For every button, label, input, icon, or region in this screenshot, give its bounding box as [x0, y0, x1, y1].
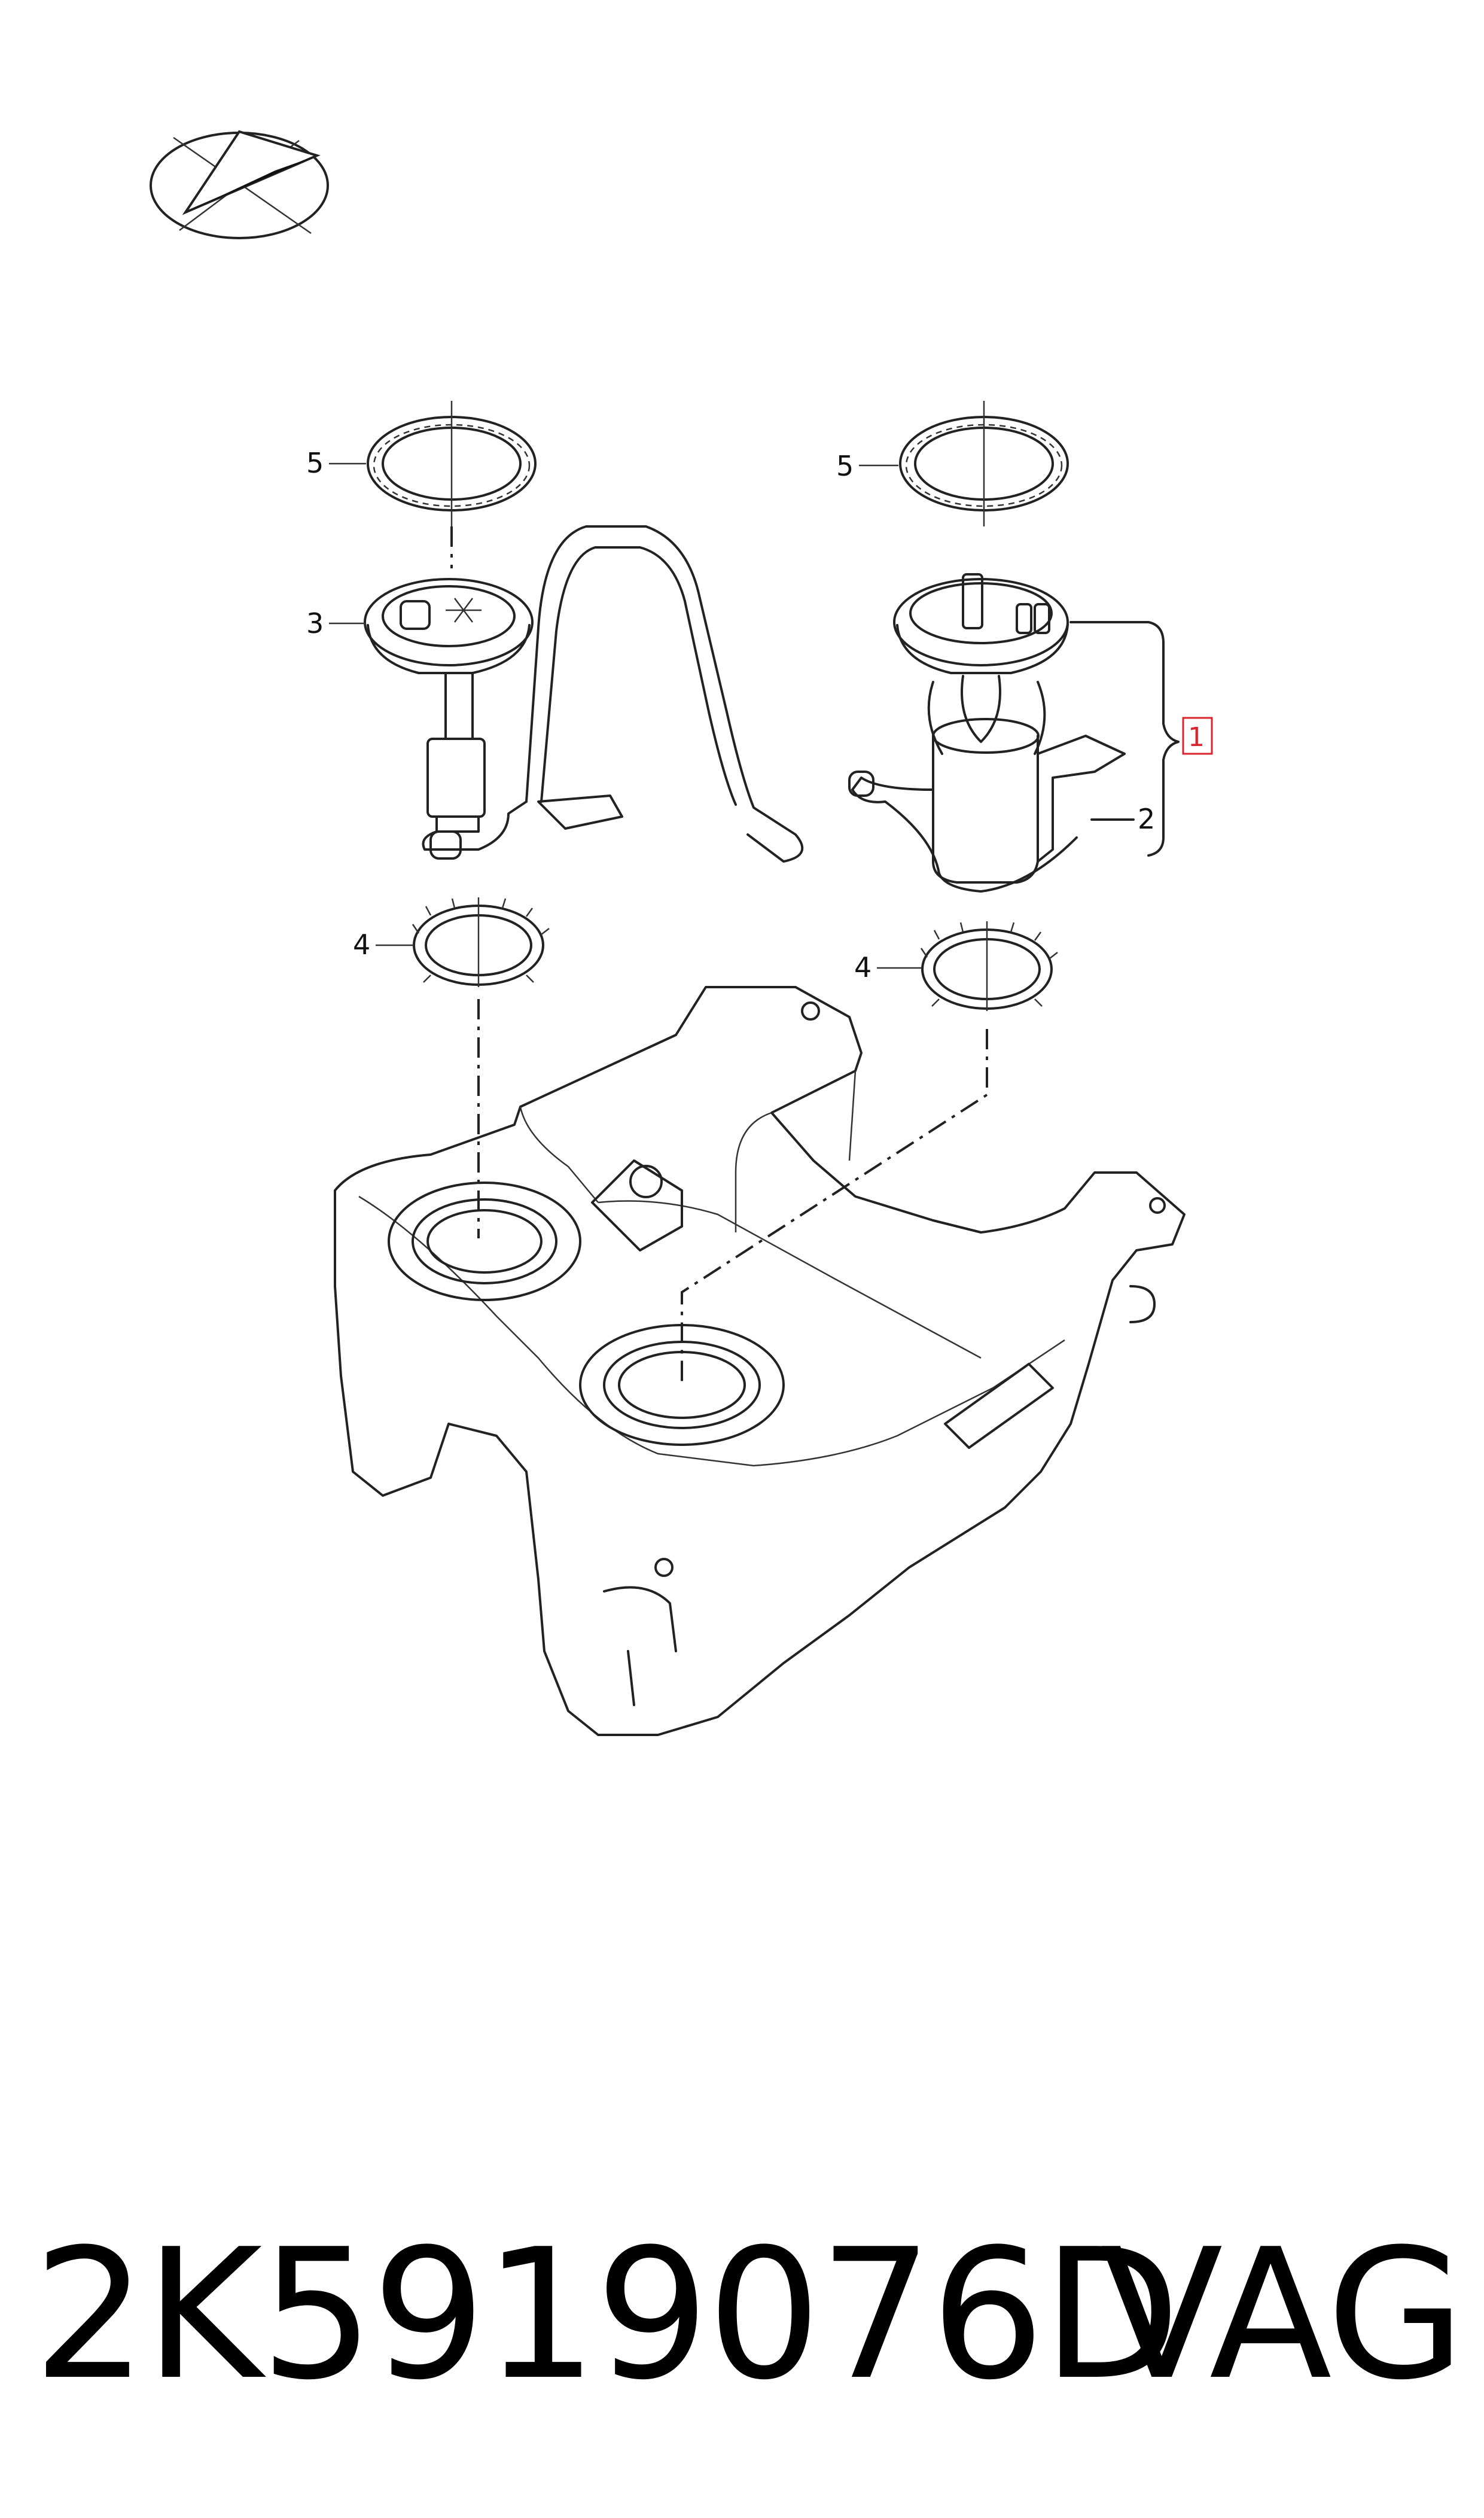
- brand-name: VAG: [1100, 2211, 1465, 2419]
- callout-5-left: 5: [306, 447, 324, 479]
- callout-4-left: 4: [353, 928, 370, 961]
- callout-3: 3: [306, 607, 324, 640]
- callout-4-right: 4: [854, 951, 871, 984]
- sealing-ring-left: [367, 401, 537, 526]
- assembly-bracket: [1069, 621, 1180, 857]
- fuel-tank: [334, 986, 1186, 1736]
- fuel-pump-module: [848, 573, 1126, 893]
- callout-5-right: 5: [836, 450, 854, 482]
- sealing-ring-right: [899, 401, 1069, 526]
- callout-box-1: [1182, 717, 1213, 755]
- fuel-level-sender: [364, 525, 804, 863]
- callout-2: 2: [1138, 803, 1155, 835]
- orientation-compass-icon: [150, 130, 329, 239]
- assembly-line: [681, 1029, 988, 1388]
- part-number: 2K5919076D: [33, 2211, 1181, 2419]
- callout-1: 1: [1188, 722, 1205, 753]
- retaining-ring-right: [920, 921, 1058, 1011]
- retaining-ring-left: [412, 897, 550, 987]
